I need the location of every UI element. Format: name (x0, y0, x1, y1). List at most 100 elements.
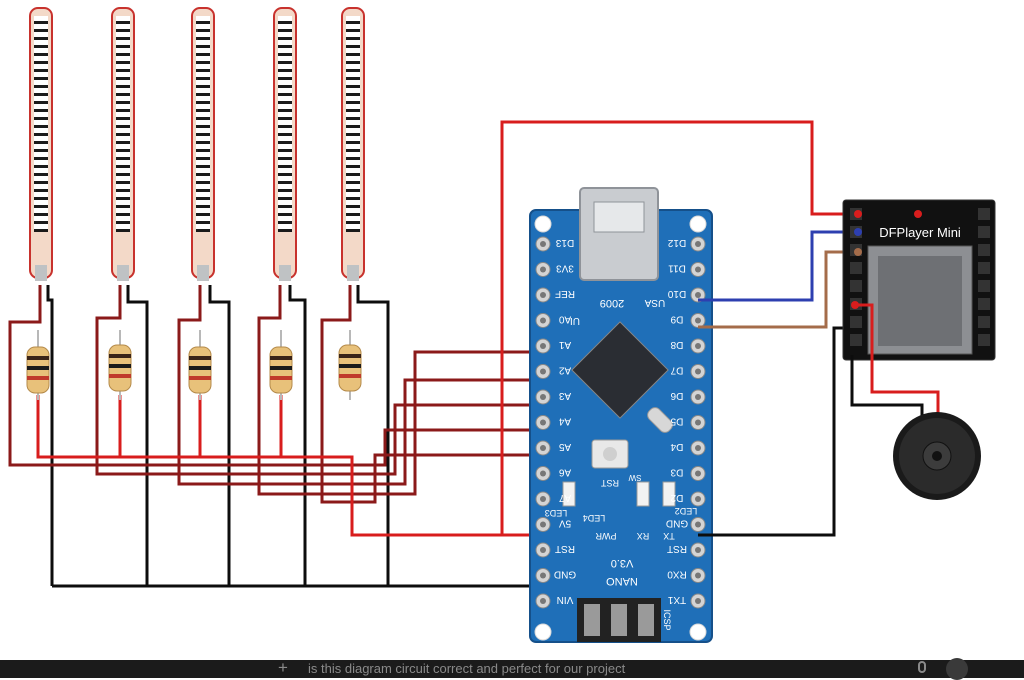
nano-pin-hole (540, 292, 546, 298)
add-icon[interactable]: + (278, 658, 288, 677)
led2-label: LED2 (675, 506, 698, 516)
nano-pin-hole (540, 496, 546, 502)
nano-pin-hole (695, 266, 701, 273)
nano-pin-hole (540, 419, 546, 426)
send-icon[interactable] (946, 658, 968, 680)
nano-pin-label-right: D12 (667, 237, 686, 248)
resistor-5 (338, 330, 362, 400)
dfplayer-pin (850, 316, 862, 328)
flex-sensor-2 (111, 7, 135, 281)
reset-label: RST (600, 478, 619, 488)
flex-sensor-3 (191, 7, 215, 281)
nano-pin-hole (540, 266, 546, 273)
nano-pin-hole (540, 572, 546, 579)
dfplayer-pin (978, 226, 990, 238)
nano-pin-label-left: A1 (558, 339, 571, 350)
dfplayer-pin (850, 280, 862, 292)
dfplayer-pin (978, 262, 990, 274)
nano-pin-hole (695, 598, 701, 604)
nano-pin-label-right: D3 (670, 467, 683, 478)
nano-pin-label-left: A6 (558, 467, 571, 478)
nano-pin-hole (540, 368, 546, 375)
dfplayer-pin (978, 244, 990, 256)
sw-label: SW (628, 473, 641, 482)
nano-pin-label-left: REF (555, 288, 575, 299)
dfplayer-pin (978, 208, 990, 220)
chat-input-bar[interactable]: + is this diagram circuit correct and pe… (0, 658, 1024, 680)
dfplayer-pin (978, 298, 990, 310)
board-name: NANO (606, 575, 638, 587)
nano-pin-label-left: A4 (558, 416, 571, 427)
resistor-3 (188, 330, 212, 400)
nano-pin-hole (540, 241, 546, 247)
microcontroller-chip (571, 321, 669, 419)
chat-prompt-text[interactable]: is this diagram circuit correct and perf… (308, 661, 626, 676)
resistor-1 (26, 330, 50, 400)
speaker (893, 412, 981, 500)
year-label: 2009 (600, 297, 624, 309)
nano-pin-label-right: D10 (667, 288, 686, 299)
nano-pin-hole (695, 343, 701, 349)
led-label-pwr: PWR (595, 531, 616, 541)
nano-pin-label-left: A5 (558, 441, 571, 452)
nano-pin-label-right: D5 (670, 416, 683, 427)
nano-pin-label-left: RST (555, 543, 575, 554)
nano-pin-hole (540, 394, 546, 400)
flex-sensor-5 (341, 7, 365, 281)
nano-pin-label-right: D9 (670, 314, 683, 325)
microphone-icon[interactable] (918, 661, 926, 673)
led-label-rx: RX (637, 531, 650, 541)
dfplayer-title: DFPlayer Mini (879, 225, 961, 240)
nano-pin-label-right: D6 (670, 390, 683, 401)
nano-pin-hole (695, 445, 701, 451)
nano-pin-hole (540, 317, 546, 324)
dfplayer-pin (850, 334, 862, 346)
nano-pin-hole (540, 598, 546, 604)
nano-pin-hole (540, 445, 546, 451)
resistor-2 (108, 330, 132, 400)
dfplayer-pin (978, 316, 990, 328)
nano-pin-label-right: D2 (670, 492, 683, 503)
nano-pin-hole (540, 343, 546, 349)
nano-pin-hole (695, 470, 701, 477)
led (636, 481, 650, 507)
signal-wires (8, 285, 545, 504)
icsp-label: ICSP (662, 609, 672, 630)
vcc-wires (36, 120, 845, 537)
dfplayer-pin (978, 280, 990, 292)
nano-pin-hole (695, 572, 701, 579)
nano-pin-label-right: RST (667, 543, 687, 554)
nano-pin-label-right: D11 (668, 263, 686, 274)
dfplayer-right-pins (978, 208, 990, 346)
nano-pin-label-left: GND (554, 569, 576, 580)
nano-pin-label-right: D7 (670, 365, 683, 376)
nano-pin-hole (695, 292, 701, 298)
nano-pin-hole (695, 547, 701, 553)
nano-pin-hole (540, 521, 546, 528)
dfplayer-wires (698, 230, 845, 537)
nano-pin-label-right: D4 (670, 441, 683, 452)
nano-pin-label-right: RX0 (667, 569, 687, 580)
led3-label: LED3 (545, 508, 568, 518)
nano-pin-hole (695, 368, 701, 375)
nano-pin-hole (695, 394, 701, 400)
flex-sensor-4 (273, 7, 297, 281)
nano-pin-hole (695, 317, 701, 324)
nano-pin-label-left: A7 (558, 492, 571, 503)
ui-label: UI (570, 315, 580, 326)
led-label-led4: LED4 (583, 513, 606, 523)
nano-pin-hole (695, 419, 701, 426)
nano-pin-label-left: 3V3 (556, 263, 574, 274)
dfplayer-pin (978, 334, 990, 346)
led (662, 481, 676, 507)
usb-label: USA (644, 297, 665, 308)
nano-pin-label-right: TX1 (667, 594, 686, 605)
nano-pin-label-left: A3 (558, 390, 571, 401)
led-label-tx: TX (663, 531, 675, 541)
dfplayer-pin (850, 262, 862, 274)
speaker-wires (850, 303, 940, 422)
nano-pin-hole (695, 521, 701, 528)
